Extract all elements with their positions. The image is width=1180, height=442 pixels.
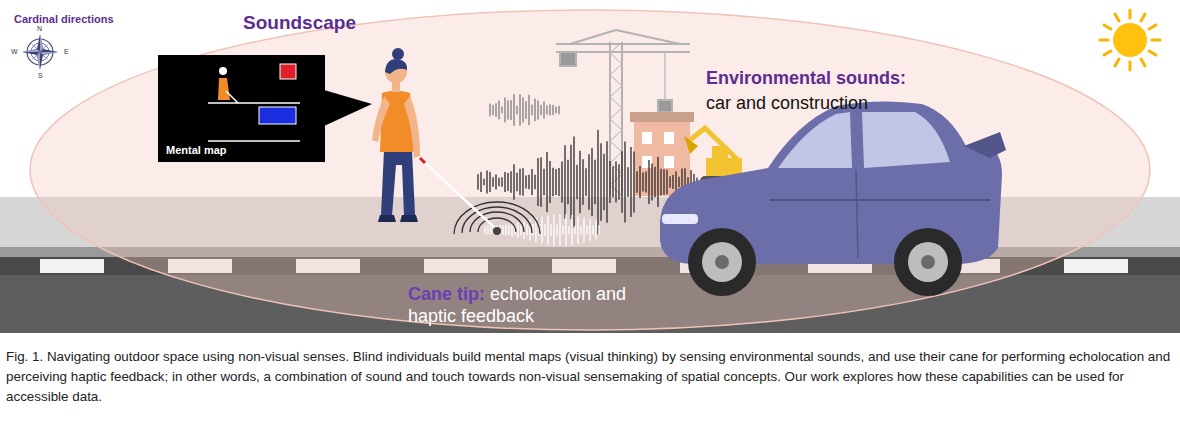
legend-title: Cardinal directions	[14, 13, 114, 26]
region-title: Soundscape	[243, 12, 356, 34]
figure-caption: Fig. 1. Navigating outdoor space using n…	[6, 347, 1174, 407]
stripe-block	[40, 259, 104, 273]
speech-pointer	[324, 90, 372, 126]
stripe-block	[1064, 259, 1128, 273]
compass-icon	[22, 34, 58, 70]
compass-letter: N	[37, 25, 42, 33]
echo-rings	[454, 202, 540, 234]
callout-heading: Environmental sounds:	[706, 68, 906, 89]
soundscape-ellipse	[30, 10, 1150, 330]
sound-waveform	[478, 94, 697, 246]
mental-map-panel: Mental map	[158, 55, 325, 162]
cane-callout: Cane tip:echolocation and haptic feedbac…	[408, 283, 644, 327]
sun-icon	[1100, 10, 1160, 70]
compass-letter: S	[38, 72, 43, 80]
callout-heading: Cane tip:	[408, 284, 485, 304]
woman-figure	[372, 48, 501, 235]
callout-text: car and construction	[706, 93, 868, 114]
compass-letter: W	[11, 48, 18, 56]
compass-letter: E	[64, 48, 69, 56]
panel-label: Mental map	[166, 144, 227, 156]
car	[660, 101, 1006, 296]
